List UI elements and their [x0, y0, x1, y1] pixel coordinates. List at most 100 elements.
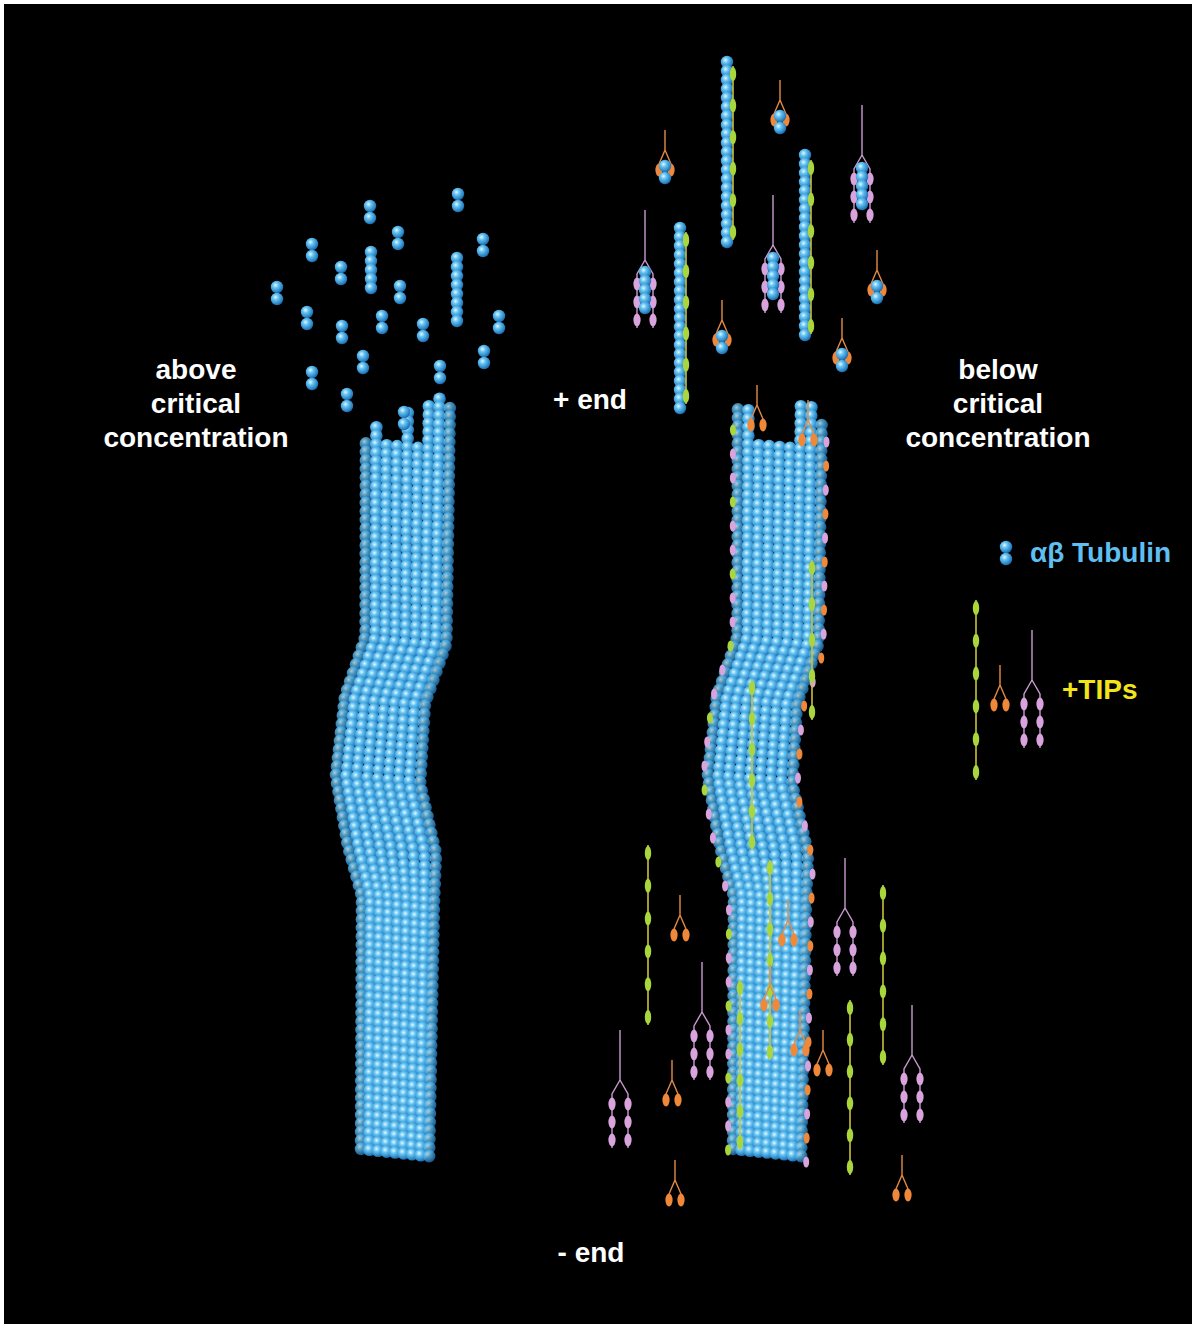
- tip-oval: [747, 419, 754, 432]
- tip-oval: [726, 929, 732, 940]
- tubulin-sphere: [376, 322, 388, 334]
- tip-fork-line: [666, 1060, 678, 1094]
- tip-bead: [749, 743, 755, 757]
- tip-bead: [683, 389, 689, 403]
- tubulin-sphere: [1000, 541, 1012, 553]
- tip-fork-line: [669, 1160, 681, 1194]
- tip-bead: [737, 1043, 743, 1057]
- tip-bead: [683, 264, 689, 278]
- tip-oval: [608, 1098, 615, 1111]
- tip-bead: [645, 944, 651, 958]
- tip-oval: [725, 1073, 731, 1084]
- tip-bead: [973, 699, 979, 713]
- tip-bead: [809, 597, 815, 611]
- tip-oval: [904, 1189, 911, 1202]
- tubulin-sphere: [357, 350, 369, 362]
- tip-oval: [900, 1091, 907, 1104]
- tip-oval: [1036, 698, 1043, 711]
- tip-bead: [683, 327, 689, 341]
- tip-oval: [825, 1064, 832, 1077]
- tubulin-sphere: [341, 388, 353, 400]
- tip-fork-line: [854, 105, 870, 223]
- tip-oval: [761, 299, 768, 312]
- tip-oval: [1036, 734, 1043, 747]
- tubulin-sphere: [394, 292, 406, 304]
- tip-bead: [767, 1045, 773, 1059]
- tip-oval: [849, 962, 856, 975]
- tip-oval: [662, 1094, 669, 1107]
- tip-bead: [645, 1010, 651, 1024]
- tip-oval: [807, 941, 813, 952]
- tip-bead: [808, 161, 814, 175]
- tubulin-sphere: [417, 318, 429, 330]
- tip-line: [751, 680, 753, 850]
- tip-oval: [706, 1048, 713, 1061]
- tip-oval: [711, 689, 717, 700]
- tip-oval: [916, 1109, 923, 1122]
- tip-oval: [823, 437, 829, 448]
- tip-oval: [821, 605, 827, 616]
- tip-oval: [803, 1157, 809, 1168]
- tubulin-sphere: [357, 362, 369, 374]
- tip-oval: [725, 1049, 731, 1060]
- tip-oval: [790, 934, 797, 947]
- tip-fork-line: [765, 195, 781, 313]
- tip-bead: [973, 601, 979, 615]
- tip-oval: [990, 699, 997, 712]
- tip-oval: [810, 434, 817, 447]
- tip-oval: [649, 314, 656, 327]
- microtubule-left: [330, 392, 456, 1162]
- tip-oval: [790, 1044, 797, 1057]
- tip-oval: [710, 833, 716, 844]
- tubulin-sphere: [774, 110, 786, 122]
- tubulin-sphere: [871, 280, 883, 292]
- tip-oval: [730, 521, 736, 532]
- tubulin-sphere: [493, 322, 505, 334]
- tubulin-sphere: [493, 310, 505, 322]
- tip-bead: [767, 861, 773, 875]
- tip-bead: [730, 99, 736, 113]
- tip-oval: [804, 1133, 810, 1144]
- tip-oval: [777, 299, 784, 312]
- tip-oval: [849, 944, 856, 957]
- tip-oval: [833, 944, 840, 957]
- tip-oval: [759, 419, 766, 432]
- tip-oval: [674, 1094, 681, 1107]
- tip-bead: [973, 765, 979, 779]
- tip-bead: [645, 846, 651, 860]
- tubulin-sphere: [306, 366, 318, 378]
- tip-bead: [880, 919, 886, 933]
- tip-oval: [690, 1048, 697, 1061]
- tip-oval: [916, 1073, 923, 1086]
- tip-oval: [801, 701, 807, 712]
- tip-oval: [707, 713, 713, 724]
- legend-text: αβ Tubulin: [1030, 536, 1171, 570]
- tip-oval: [806, 1013, 812, 1024]
- tip-oval: [804, 1109, 810, 1120]
- tubulin-sphere: [452, 188, 464, 200]
- tip-bead: [847, 1065, 853, 1079]
- tubulin-sphere: [477, 233, 489, 245]
- tip-fork-line: [817, 1030, 829, 1064]
- tip-bead: [973, 634, 979, 648]
- tip-bead: [808, 319, 814, 333]
- tip-bead: [737, 981, 743, 995]
- tip-bead: [730, 130, 736, 144]
- tip-oval: [725, 1121, 731, 1132]
- tip-bead: [880, 984, 886, 998]
- tip-line: [732, 66, 734, 240]
- tip-oval: [813, 1064, 820, 1077]
- tip-oval: [725, 1145, 731, 1156]
- tip-oval: [730, 497, 736, 508]
- tubulin-sphere: [336, 332, 348, 344]
- tubulin-sphere: [392, 226, 404, 238]
- tubulin-sphere: [301, 318, 313, 330]
- tip-fork-line: [896, 1155, 908, 1189]
- tip-oval: [704, 737, 710, 748]
- tubulin-sphere: [364, 212, 376, 224]
- tip-bead: [809, 561, 815, 575]
- tip-fork-line: [694, 962, 710, 1080]
- tip-bead: [809, 633, 815, 647]
- tip-bead: [767, 953, 773, 967]
